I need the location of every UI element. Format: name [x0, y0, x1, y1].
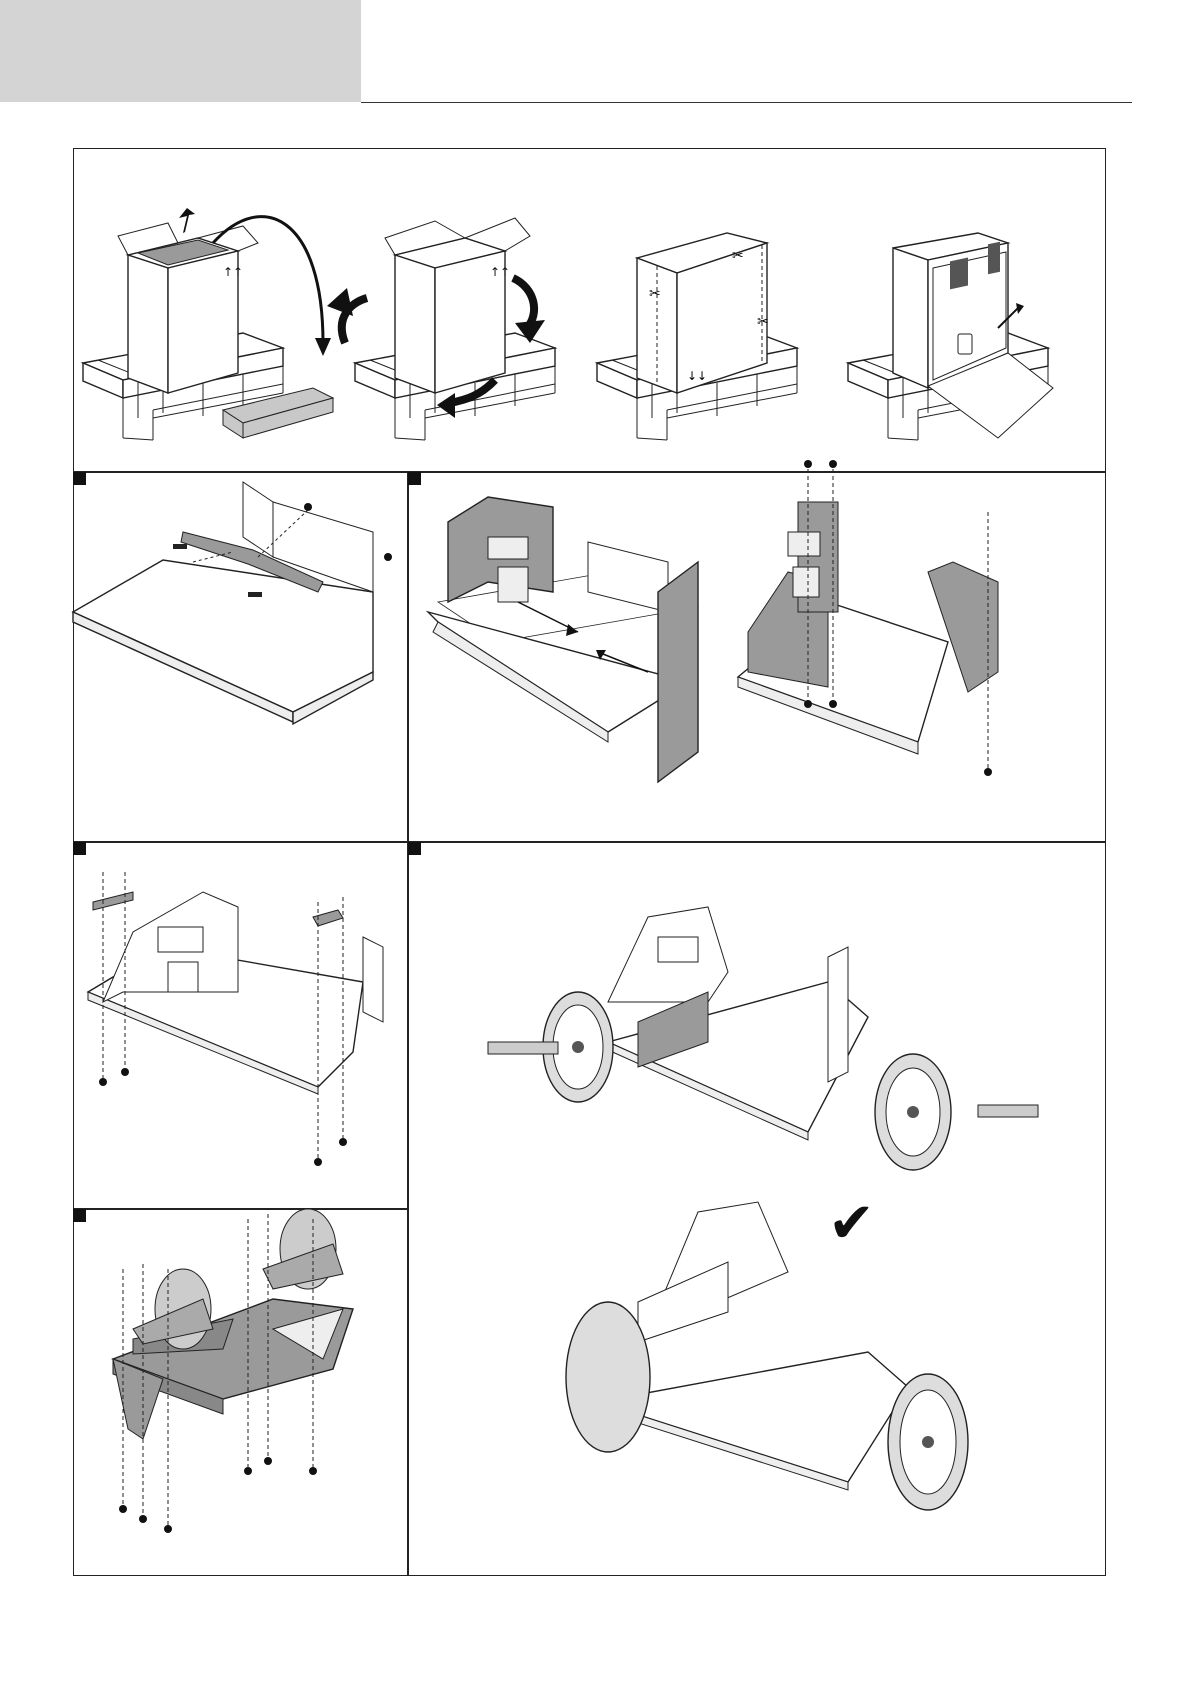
castors-icon — [73, 1209, 407, 1576]
svg-text:↓↓: ↓↓ — [687, 369, 707, 383]
wheels-icon: ✔ — [408, 842, 1105, 1576]
header-rule — [361, 102, 1132, 103]
header-tab — [0, 0, 361, 102]
plate-rail-icon — [73, 472, 407, 841]
svg-text:↑↑: ↑↑ — [223, 265, 243, 279]
svg-text:✂: ✂ — [649, 286, 661, 302]
side-frames-icon — [408, 472, 1105, 841]
box-unpacking-icon: ↑↑ ↑↑ ✂ ✂ ✂ ↓↓ — [73, 148, 1106, 471]
brackets-icon — [73, 842, 407, 1208]
svg-text:↑↑: ↑↑ — [490, 265, 510, 279]
svg-text:✂: ✂ — [757, 314, 769, 330]
check-icon: ✔ — [828, 1191, 875, 1256]
svg-text:✂: ✂ — [732, 248, 744, 264]
